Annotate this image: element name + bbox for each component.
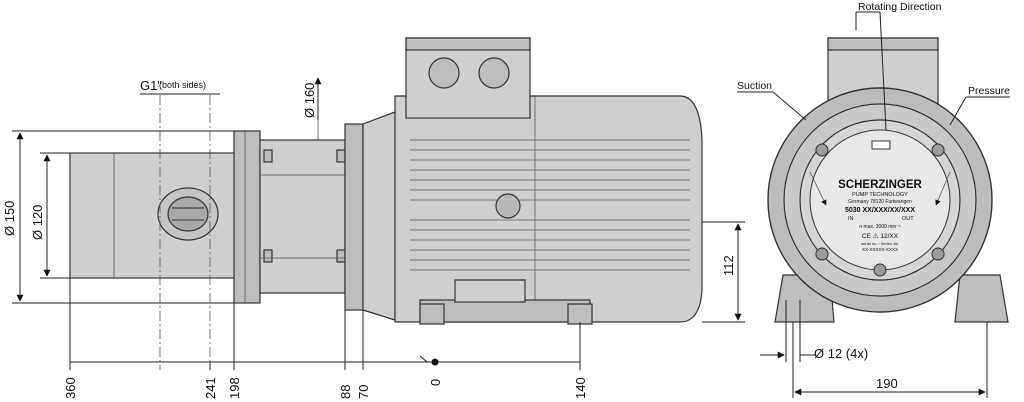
scale-label: 0 <box>428 379 443 386</box>
scale-label: 88 <box>338 385 353 399</box>
label-rotating-direction: Rotating Direction <box>858 1 942 13</box>
nameplate-speed: n max. 3000 min⁻¹ <box>859 224 901 230</box>
motor-flange <box>344 123 364 311</box>
nameplate-out: OUT <box>902 216 914 222</box>
nameplate-origin: Germany 78120 Furtwangen <box>848 199 912 205</box>
front-view: SCHERZINGER PUMP TECHNOLOGY Germany 7812… <box>767 37 1009 323</box>
thread-note: (both sides) <box>159 80 206 90</box>
scale-label: 360 <box>63 377 78 399</box>
motor-shaft-center <box>495 193 521 219</box>
cooling-ribs <box>410 139 690 271</box>
nameplate-model: 5030 XX/XXX/XX/XXX <box>845 207 915 214</box>
thread-label: G1" <box>140 78 162 93</box>
dim-holes: Ø 12 (4x) <box>814 346 868 361</box>
nameplate-in: IN <box>848 216 854 222</box>
terminal-box <box>405 37 531 119</box>
dim-width-190: 190 <box>876 376 898 391</box>
label-pressure: Pressure <box>968 85 1010 97</box>
scale-label: 70 <box>356 385 371 399</box>
nameplate-subtitle: PUMP TECHNOLOGY <box>852 192 908 198</box>
pump-flange <box>233 130 261 304</box>
coupling-housing <box>259 139 346 294</box>
origin-dot <box>431 358 439 366</box>
scale-label: 241 <box>203 377 218 399</box>
cable-gland <box>428 57 460 89</box>
label-suction: Suction <box>737 80 772 92</box>
side-view <box>69 37 703 325</box>
motor-foot <box>419 299 591 323</box>
bottom-scale: 360 241 198 88 70 0 140 <box>63 278 588 399</box>
dim-dia-120: Ø 120 <box>30 205 45 240</box>
motor-foot-right <box>954 274 1009 323</box>
motor-body <box>394 95 703 323</box>
nameplate-serial-label: serial no. / Serien-Nr. <box>861 241 899 246</box>
dim-height-112: 112 <box>721 255 736 276</box>
dim-dia-150: Ø 150 <box>2 201 17 236</box>
cable-gland <box>478 57 510 89</box>
nameplate-brand: SCHERZINGER <box>838 179 922 191</box>
nameplate-cert: CE ⚠ 12/XX <box>862 232 899 240</box>
scale-label: 198 <box>227 377 242 399</box>
nameplate-serial: XX-XXXXX-XXXX <box>862 247 898 252</box>
scale-label: 140 <box>573 377 588 399</box>
dim-dia-160: Ø 160 <box>302 83 317 118</box>
